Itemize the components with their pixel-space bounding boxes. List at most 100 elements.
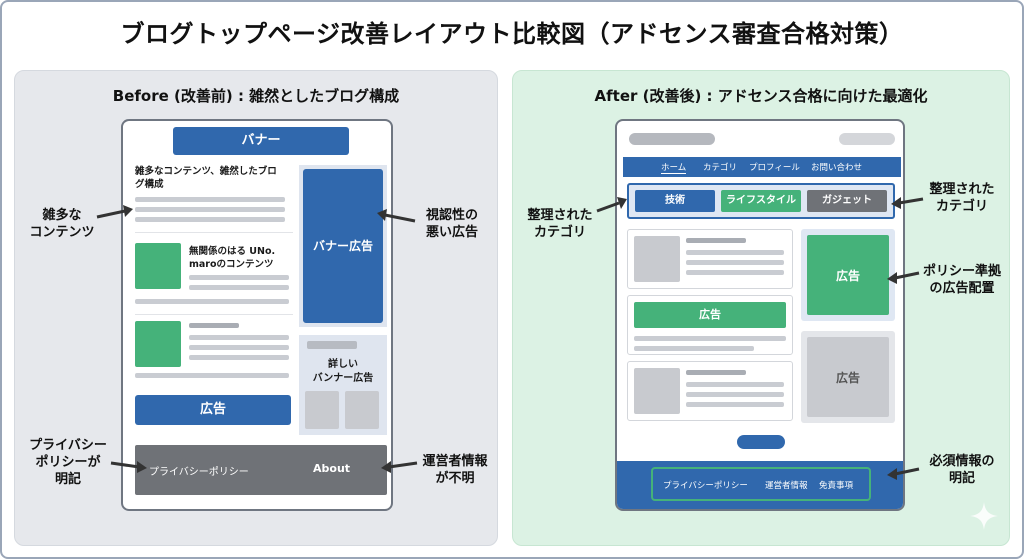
callout-required-info: 必須情報の 明記	[917, 453, 1007, 487]
callout-organized-left: 整理された カテゴリ	[519, 207, 601, 241]
pagination-button[interactable]	[737, 435, 785, 449]
right-ad-green-area: 広告	[801, 229, 895, 321]
before-banner: バナー	[173, 127, 349, 155]
text-line	[135, 299, 289, 304]
post-3	[135, 321, 293, 387]
text-line	[189, 275, 289, 280]
right-ad-green: 広告	[807, 235, 889, 315]
footer-link-box: プライバシーポリシー 運営者情報 免責事項	[651, 467, 871, 501]
small-banner-area: 詳しい バンナー広告	[299, 335, 387, 435]
post-2: 無関係のはる UNo. maroのコンテンツ	[135, 239, 293, 315]
callout-line: カテゴリ	[533, 225, 586, 240]
post-3-thumbnail	[135, 321, 181, 367]
callout-line: 明記	[54, 472, 81, 487]
text-line	[686, 382, 784, 387]
post-2-title-1: 無関係のはる UNo.	[189, 246, 276, 257]
small-banner-bar	[307, 341, 357, 349]
text-line	[686, 402, 784, 407]
before-heading: Before (改善前) : 雑然としたブログ構成	[112, 87, 400, 105]
text-line	[189, 335, 289, 340]
callout-line: 悪い広告	[425, 225, 478, 240]
callout-line: コンテンツ	[29, 225, 95, 240]
post-thumbnail	[634, 368, 680, 414]
category-tech[interactable]: 技術	[635, 190, 715, 212]
small-banner-label-2: バンナー広告	[312, 373, 374, 384]
callout-messy-content: 雑多な コンテンツ	[27, 207, 97, 241]
footer-operator-link[interactable]: 運営者情報	[765, 481, 808, 491]
after-ad-block: 広告	[627, 295, 793, 355]
callout-line: 雑多な	[42, 208, 82, 223]
arrow-right-icon	[110, 461, 147, 473]
text-line	[634, 346, 754, 351]
callout-line: ポリシーが	[35, 455, 101, 470]
after-panel: After (改善後) : アドセンス合格に向けた最適化 ホーム カテゴリ プロ…	[512, 70, 1010, 546]
sparkle-icon	[970, 502, 998, 530]
post-2-title-2: maroのコンテンツ	[189, 259, 274, 270]
nav-category[interactable]: カテゴリ	[703, 163, 738, 173]
logo-placeholder	[629, 133, 715, 145]
sidebar-ad-area: バナー広告	[299, 165, 387, 327]
text-line	[189, 285, 289, 290]
text-line	[189, 355, 289, 360]
footer-about-link: About	[313, 462, 351, 475]
nav-home[interactable]: ホーム	[661, 163, 687, 174]
before-footer: プライバシーポリシー About	[135, 445, 387, 495]
arrow-left-icon	[887, 467, 920, 480]
arrow-left-icon	[377, 209, 416, 223]
after-page-mock: ホーム カテゴリ プロフィール お問い合わせ 技術 ライフスタイル ガジェット …	[615, 119, 905, 511]
mid-ad-bar: 広告	[634, 302, 786, 328]
footer-privacy-link[interactable]: プライバシーポリシー	[663, 481, 748, 491]
banner-ad-label: バナー広告	[312, 239, 373, 253]
text-line	[686, 250, 784, 255]
banner-ad: バナー広告	[303, 169, 383, 323]
nav-bar: ホーム カテゴリ プロフィール お問い合わせ	[623, 157, 901, 177]
callout-policy-ad: ポリシー準拠 の広告配置	[917, 263, 1007, 297]
arrow-right-icon	[596, 197, 627, 213]
callout-line: カテゴリ	[935, 199, 988, 214]
small-banner-label-1: 詳しい	[328, 359, 358, 370]
text-line	[189, 345, 289, 350]
callout-line: ポリシー準拠	[922, 264, 1001, 279]
text-line	[686, 270, 784, 275]
post-thumbnail	[634, 236, 680, 282]
right-ad-green-label: 広告	[835, 269, 860, 283]
after-heading: After (改善後) : アドセンス合格に向けた最適化	[594, 87, 928, 105]
text-line	[135, 217, 285, 222]
text-line	[135, 373, 289, 378]
after-post-1	[627, 229, 793, 289]
category-gadget[interactable]: ガジェット	[807, 190, 887, 212]
callout-organized-right: 整理された カテゴリ	[921, 181, 1003, 215]
callout-operator: 運営者情報 が不明	[415, 453, 495, 487]
callout-line: が不明	[435, 471, 475, 486]
after-footer: プライバシーポリシー 運営者情報 免責事項	[617, 461, 903, 509]
text-line	[135, 207, 285, 212]
footer-privacy-link: プライバシーポリシー	[149, 467, 249, 478]
post-1-title: 雑多なコンテンツ、雑然したブロ グ構成	[135, 166, 277, 190]
nav-contact[interactable]: お問い合わせ	[811, 163, 863, 173]
before-page-mock: バナー 雑多なコンテンツ、雑然したブロ グ構成 無関係のはる UNo. maro…	[121, 119, 393, 511]
main-title: ブログトップページ改善レイアウト比較図（アドセンス審査合格対策）	[120, 20, 904, 48]
text-line	[686, 370, 746, 375]
callout-line: 視認性の	[425, 208, 478, 223]
before-panel: Before (改善前) : 雑然としたブログ構成 バナー 雑多なコンテンツ、雑…	[14, 70, 498, 546]
callout-line: の広告配置	[929, 281, 995, 296]
callout-line: 必須情報の	[929, 454, 995, 469]
category-lifestyle[interactable]: ライフスタイル	[721, 190, 801, 212]
footer-disclaimer-link[interactable]: 免責事項	[819, 481, 854, 491]
small-banner-image	[345, 391, 379, 429]
right-ad-gray: 広告	[807, 337, 889, 417]
callout-line: 運営者情報	[422, 454, 488, 469]
post-2-thumbnail	[135, 243, 181, 289]
nav-profile[interactable]: プロフィール	[749, 163, 800, 173]
arrow-left-icon	[891, 197, 924, 209]
text-line	[686, 392, 784, 397]
text-line	[135, 197, 285, 202]
callout-bad-ad: 視認性の 悪い広告	[417, 207, 487, 241]
text-line	[634, 336, 786, 341]
text-line	[686, 238, 746, 243]
text-line	[189, 323, 239, 328]
callout-line: 整理された	[527, 208, 593, 223]
callout-line: プライバシー	[29, 438, 107, 453]
right-ad-gray-label: 広告	[835, 371, 860, 385]
text-line	[686, 260, 784, 265]
